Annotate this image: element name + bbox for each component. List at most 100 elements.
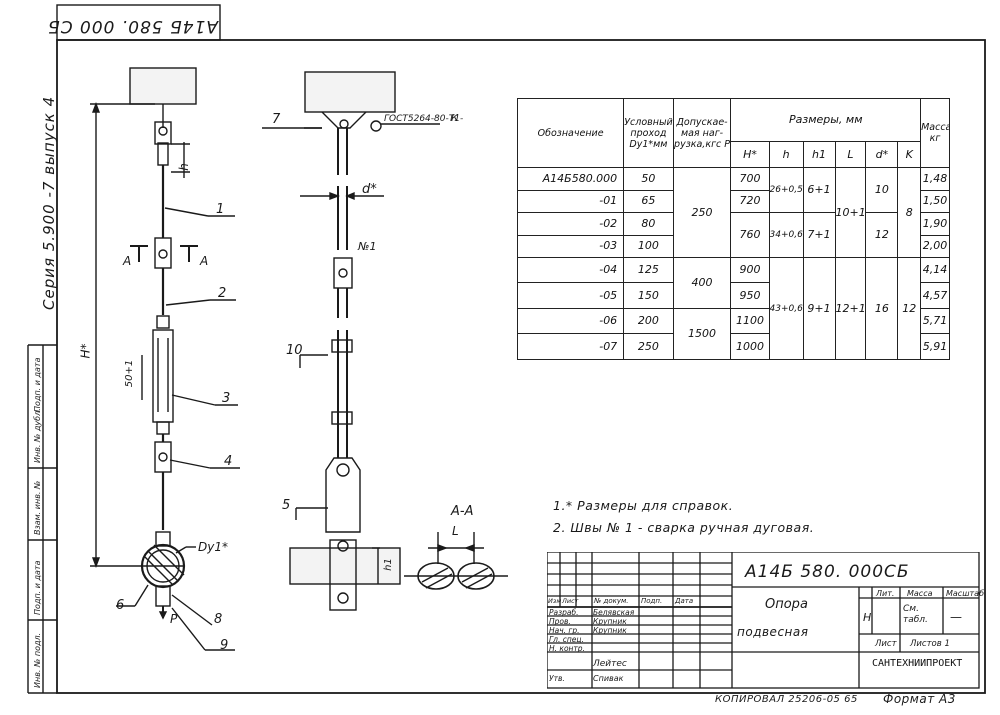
footer-copied: КОПИРОВАЛ 25206-05 65 xyxy=(715,694,858,705)
header-col-h-star: H* xyxy=(730,140,770,169)
tb-col-head-3: Подп. xyxy=(641,597,663,605)
side-label-1: Подп. и дата xyxy=(33,560,42,615)
header-col-k: K xyxy=(897,140,922,169)
dim-h: h xyxy=(176,163,191,171)
h1-b: 7+1 xyxy=(802,212,836,258)
dim-l: L xyxy=(452,524,459,538)
tb-role-0: Разраб. xyxy=(549,608,579,617)
callout-7: 7 xyxy=(272,112,281,127)
tb-col-head-0: Изм xyxy=(548,597,562,605)
load-400: 400 xyxy=(672,257,732,309)
row-designation: -06 xyxy=(516,307,625,335)
load-1500: 1500 xyxy=(672,307,732,361)
h1-c: 9+1 xyxy=(802,257,836,360)
side-label-2: Взам. инв. № xyxy=(33,481,42,535)
tb-sheet: Лист xyxy=(875,639,897,649)
row-mass: 5,71 xyxy=(920,307,950,335)
header-load: Допускае-мая наг-рузка,кгс P xyxy=(672,97,732,169)
row-mass: 4,14 xyxy=(920,256,950,284)
dim-dy1: Dy1* xyxy=(198,540,228,554)
dimensions-table: Обозначение Условный проход Dy1*мм Допус… xyxy=(516,97,950,361)
callout-10: 10 xyxy=(286,343,303,358)
header-col-l: L xyxy=(834,140,867,169)
table-row: -05 150 950 4,57 xyxy=(516,282,950,309)
section-aa: А-А xyxy=(451,504,474,519)
tb-sheets: Листов 1 xyxy=(910,639,950,649)
table-row: -06 200 1500 1100 5,71 xyxy=(516,307,950,361)
tb-role-2: Нач. гр. xyxy=(549,626,580,635)
side-label-0: Инв. № подл. xyxy=(33,633,42,688)
header-nominal: Условный проход Dy1*мм xyxy=(623,97,674,169)
gost-label: ГОСТ5264-80-Т1- xyxy=(384,114,464,124)
row-designation: -07 xyxy=(516,333,625,360)
callout-3: 3 xyxy=(222,391,231,406)
row-mass: 5,91 xyxy=(920,333,950,360)
l-b: 12+1 xyxy=(834,257,867,360)
callout-8: 8 xyxy=(214,612,223,627)
row-dy: 250 xyxy=(623,333,674,360)
dim-h-star: H* xyxy=(78,343,93,359)
tb-name-1-person: Крупник xyxy=(593,617,627,626)
side-strip-labels: Инв. № подл. Подп. и дата Взам. инв. № И… xyxy=(33,357,42,688)
k-b: 12 xyxy=(897,257,922,360)
tb-lit-head: Лит. xyxy=(876,589,895,598)
d-a: 10 xyxy=(865,167,899,214)
callout-6: 6 xyxy=(116,598,125,613)
top-stamp: А14Б 580. 000 СБ xyxy=(47,16,218,36)
tb-lit-value: Н xyxy=(863,611,872,624)
row-mass: 2,00 xyxy=(920,234,950,259)
section-a-right: А xyxy=(200,254,209,268)
tb-mass-head: Масса xyxy=(907,589,933,598)
row-h-star: 900 xyxy=(730,256,770,284)
note-2: 2. Швы № 1 - сварка ручная дуговая. xyxy=(553,520,815,535)
table-row: -07 250 1000 5,91 xyxy=(516,333,950,360)
note-1: 1.* Размеры для справок. xyxy=(553,498,734,513)
header-sizes: Размеры, мм xyxy=(730,98,922,142)
tb-role-3: Гл. спец. xyxy=(549,635,584,644)
callout-9: 9 xyxy=(220,638,229,653)
weld-no1: №1 xyxy=(358,240,377,253)
tb-name-2: подвесная xyxy=(737,625,809,639)
tb-col-head-4: Дата xyxy=(675,597,694,605)
row-dy: 200 xyxy=(623,307,674,335)
row-designation: -02 xyxy=(516,212,625,236)
row-mass: 4,57 xyxy=(920,282,950,309)
row-mass: 1,50 xyxy=(920,189,950,214)
row-h-star: 720 xyxy=(730,189,770,214)
tb-code: А14Б 580. 000СБ xyxy=(745,562,910,582)
load-p: P xyxy=(170,612,178,626)
l-a: 10+1 xyxy=(834,167,867,258)
row-h-star: 950 xyxy=(730,282,770,309)
h-b: 34+0,62 xyxy=(768,212,804,258)
d-b: 12 xyxy=(865,212,899,258)
weld-k: К xyxy=(451,113,459,124)
section-a-left: А xyxy=(123,254,132,268)
row-mass: 1,48 xyxy=(920,167,950,191)
title-block-lines xyxy=(547,552,980,689)
tb-col-head-2: № докум. xyxy=(594,597,629,605)
h-c: 43+0,62 xyxy=(768,257,804,360)
dim-d-star: d* xyxy=(362,182,377,197)
tb-org: САНТЕХНИИПРОЕКТ xyxy=(872,658,963,669)
callout-5: 5 xyxy=(282,498,291,513)
row-mass: 1,90 xyxy=(920,212,950,236)
row-dy: 65 xyxy=(623,189,674,214)
tb-scale-head: Масштаб xyxy=(946,589,985,598)
callout-1: 1 xyxy=(216,202,225,217)
tb-role-4: Н. контр. xyxy=(549,644,585,653)
callout-2: 2 xyxy=(218,286,227,301)
row-designation: -05 xyxy=(516,282,625,309)
row-dy: 125 xyxy=(623,256,674,284)
side-label-4: Подп. и дата xyxy=(33,357,42,412)
tb-scale-value: — xyxy=(950,610,962,624)
row-designation: -03 xyxy=(516,234,625,259)
header-col-h: h xyxy=(768,140,804,169)
header-designation: Обозначение xyxy=(516,97,625,169)
tb-name-2-person: Крупник xyxy=(593,626,627,635)
dim-50: 50+1 xyxy=(124,359,136,388)
k-a: 8 xyxy=(897,167,922,258)
row-h-star: 760 xyxy=(730,212,770,258)
header-col-h1: h1 xyxy=(802,140,836,169)
row-designation: А14Б580.000 xyxy=(516,167,625,191)
